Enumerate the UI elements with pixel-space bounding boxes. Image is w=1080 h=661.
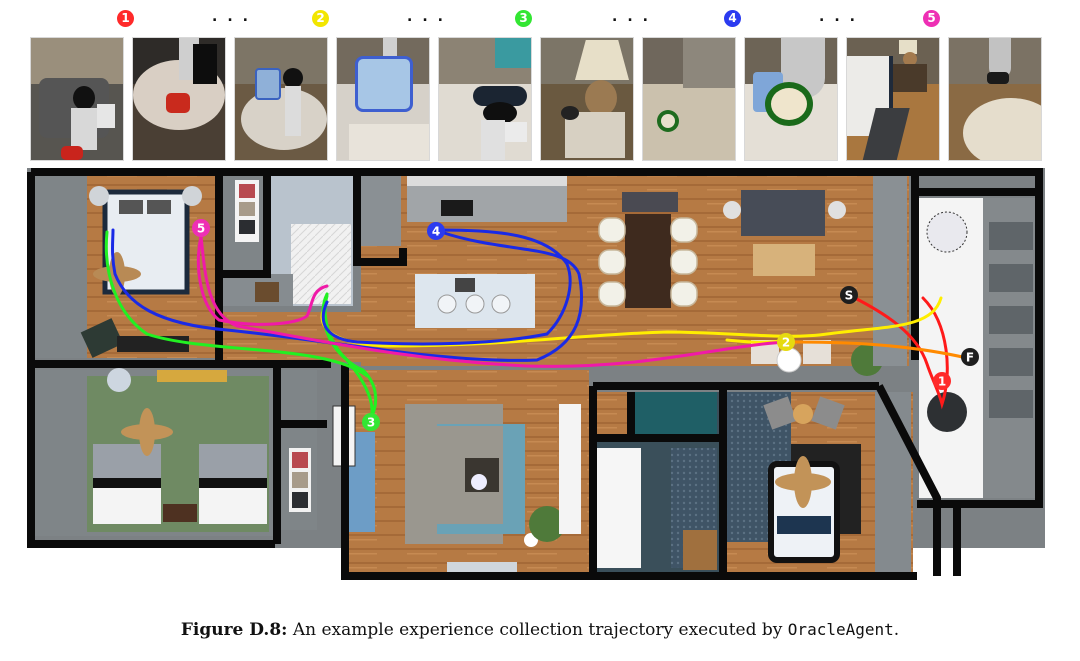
keyframe-thumbnail [846,37,940,161]
keyframe-thumbnail [234,37,328,161]
ellipsis: ... [407,9,453,25]
keyframe-marker-1: 1 [117,10,134,27]
start-marker: S [840,286,858,304]
trajectory-segment-4 [111,228,584,362]
keyframe-thumbnail [30,37,124,161]
caption-text: An example experience collection traject… [287,620,788,640]
svg-text:S: S [845,289,854,303]
ellipsis: ... [819,9,865,25]
figure-label: Figure D.8: [180,620,288,640]
trajectory-segment-5 [196,234,791,368]
keyframe-markers-row: 1 ... 2 ... 3 ... 4 ... 5 [0,0,1080,36]
ceiling-fan-icon [775,456,831,508]
keyframe-thumbnail [132,37,226,161]
ellipsis: ... [212,9,258,25]
keyframe-thumbnail [438,37,532,161]
waypoint-2: 2 [777,333,795,351]
svg-text:3: 3 [367,416,375,430]
keyframe-marker-4: 4 [724,10,741,27]
svg-text:5: 5 [197,222,205,236]
keyframe-thumbnail [948,37,1042,161]
keyframe-thumbnail [744,37,838,161]
caption-end: . [893,620,900,640]
waypoint-4: 4 [427,222,445,240]
dining-table [625,214,671,308]
waypoint-5: 5 [192,219,210,237]
svg-text:2: 2 [782,336,790,350]
ceiling-fan-icon [121,408,173,456]
finish-marker: F [961,348,979,366]
keyframe-marker-5: 5 [923,10,940,27]
waypoint-3: 3 [362,413,380,431]
building-outline [27,168,1045,580]
svg-text:F: F [966,351,974,365]
trajectory-segment-3-to-4 [104,230,369,378]
keyframe-thumbnail [336,37,430,161]
figure-caption: Figure D.8: An example experience collec… [0,620,1080,640]
ellipsis: ... [612,9,658,25]
svg-text:1: 1 [938,375,946,389]
keyframe-thumbnail [540,37,634,161]
trajectory-segment-final [787,340,969,360]
keyframe-marker-2: 2 [312,10,329,27]
keyframe-thumbnail [642,37,736,161]
trajectory [104,228,969,420]
svg-text:4: 4 [432,225,440,239]
sofa [741,190,825,236]
keyframe-thumbnail-strip [30,37,1046,161]
floor-plan-map: S F 1 2 3 4 5 [27,164,1047,584]
keyframe-marker-3: 3 [515,10,532,27]
agent-name: OracleAgent [787,620,894,639]
waypoint-1: 1 [933,372,951,390]
